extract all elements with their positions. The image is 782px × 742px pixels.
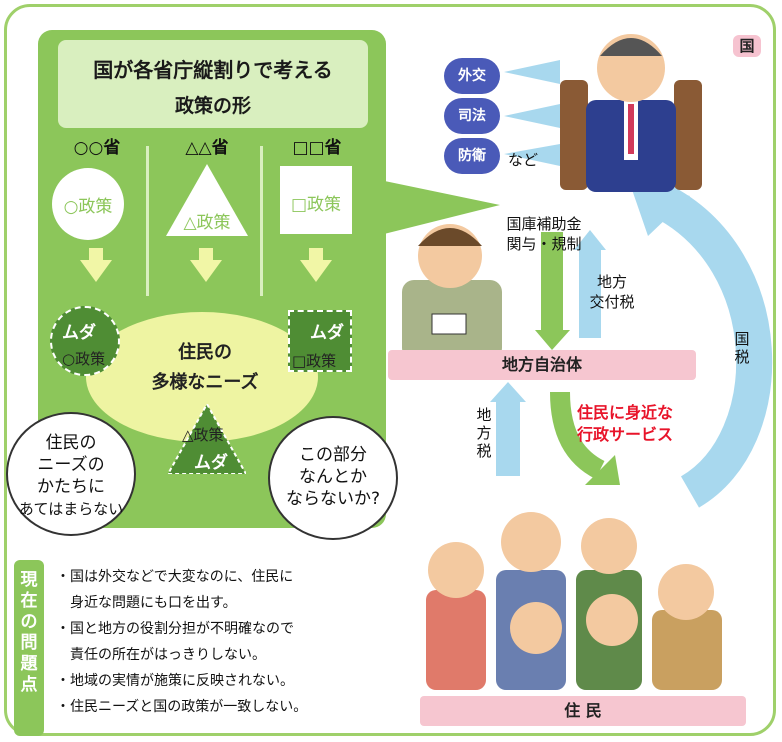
- service-arrow: [550, 391, 605, 479]
- duty-arrow-2: [504, 104, 560, 128]
- circle-waste-label: ムダ: [62, 323, 96, 343]
- bubble-right-line: ならないか?: [285, 489, 381, 509]
- local-official-illustration: [402, 224, 502, 360]
- speech-bubble-left: 住民の ニーズの かたちに あてはまらない: [6, 412, 136, 536]
- issue-line: ・国は外交などで大変なのに、住民に: [56, 569, 294, 585]
- subsidy-line-2: 関与・規制: [506, 235, 582, 253]
- bubble-left-line: 住民の: [45, 433, 97, 453]
- grant-line-2: 交付税: [589, 293, 635, 311]
- square-overlap-label: □政策: [292, 352, 337, 370]
- local-tax-arrowhead: [490, 382, 526, 402]
- bubble-right-line: なんとか: [299, 467, 367, 487]
- national-figure-illustration: [560, 34, 702, 192]
- circle-overlap-label: ○政策: [62, 350, 106, 368]
- issues-list: ・国は外交などで大変なのに、住民に 身近な問題にも口を出す。 ・国と地方の役割分…: [56, 564, 396, 720]
- column-divider: [146, 146, 149, 296]
- needs-text: 住民の 多様なニーズ: [120, 338, 290, 398]
- down-arrow-2: [190, 248, 222, 282]
- local-government-bar: 地方自治体: [388, 350, 696, 380]
- subsidy-line-1: 国庫補助金: [506, 215, 582, 233]
- column-divider: [260, 146, 263, 296]
- bubble-right-line: この部分: [299, 445, 367, 465]
- triangle-policy-shape: [166, 164, 248, 236]
- issues-tag: 現在の問題点: [14, 560, 44, 736]
- triangle-waste-shape: [168, 404, 246, 474]
- panel-pointer: [380, 180, 500, 235]
- issues-tag-label: 現在の問題点: [20, 570, 38, 695]
- square-waste-shape: [288, 310, 352, 372]
- ministry-3-name: □□省: [292, 138, 342, 158]
- issue-line: 責任の所在がはっきりしない。: [56, 647, 266, 663]
- circle-policy-shape: [52, 168, 124, 240]
- service-text: 住民に身近な 行政サービス: [560, 402, 690, 446]
- square-policy-shape: [280, 166, 352, 234]
- ministry-2-name: △△省: [185, 138, 229, 158]
- service-line-1: 住民に身近な: [576, 403, 673, 422]
- needs-line-2: 多様なニーズ: [151, 372, 259, 393]
- defense-oval: 防衛: [444, 138, 500, 174]
- down-arrow-3: [300, 248, 332, 282]
- duty-arrow-3: [504, 144, 560, 166]
- bubble-left-line: あてはまらない: [18, 500, 124, 518]
- national-tax-arrow: [651, 183, 773, 508]
- speech-bubble-right: この部分 なんとか ならないか?: [268, 416, 398, 540]
- etc-label: など: [508, 151, 539, 169]
- issue-line: 身近な問題にも口を出す。: [56, 595, 237, 611]
- national-tax-arrowhead: [628, 178, 690, 236]
- panel-title: 国が各省庁縦割りで考える 政策の形: [58, 40, 368, 128]
- grant-arrowhead: [574, 230, 606, 250]
- square-policy-label: □政策: [290, 195, 342, 215]
- title-line-1: 国が各省庁縦割りで考える: [93, 58, 333, 82]
- subsidy-text: 国庫補助金 関与・規制: [484, 214, 604, 254]
- issue-line: ・地域の実情が施策に反映されない。: [56, 673, 294, 689]
- grant-line-1: 地方: [596, 273, 627, 291]
- service-line-2: 行政サービス: [576, 425, 673, 444]
- down-arrow-1: [80, 248, 112, 282]
- residents-bar: 住 民: [420, 696, 746, 726]
- triangle-waste-label: ムダ: [194, 453, 228, 473]
- issue-line: ・国と地方の役割分担が不明確なので: [56, 621, 294, 637]
- national-tag: 国: [733, 35, 761, 57]
- subsidy-arrowhead: [535, 330, 570, 350]
- service-arrowhead: [585, 455, 620, 485]
- issue-line: ・住民ニーズと国の政策が一致しない。: [56, 699, 308, 715]
- bubble-left-line: ニーズの: [37, 455, 105, 475]
- diplomacy-oval: 外交: [444, 58, 500, 94]
- justice-oval: 司法: [444, 98, 500, 134]
- grant-text: 地方 交付税: [584, 272, 640, 312]
- circle-waste-shape: [50, 306, 120, 376]
- national-tax-label: 国税: [734, 330, 750, 366]
- title-line-2: 政策の形: [174, 95, 251, 117]
- square-waste-label: ムダ: [310, 323, 344, 343]
- triangle-overlap-label: △政策: [182, 426, 224, 444]
- needs-line-1: 住民の: [178, 342, 232, 363]
- triangle-policy-label: △政策: [183, 213, 231, 233]
- local-tax-label: 地方税: [476, 406, 492, 460]
- ministry-1-name: ○○省: [73, 138, 121, 158]
- duty-arrow-1: [504, 60, 560, 84]
- residents-illustration: [426, 512, 722, 690]
- bubble-left-line: かたちに: [37, 477, 105, 497]
- circle-policy-label: ○政策: [63, 197, 113, 217]
